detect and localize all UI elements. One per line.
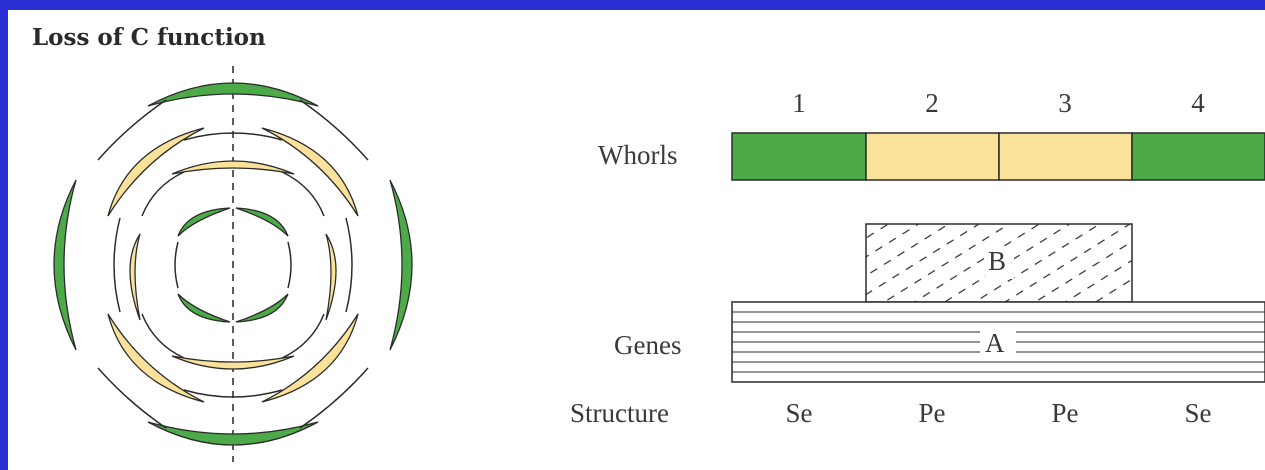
inner-petal-left — [129, 233, 141, 321]
sepal-left — [53, 179, 77, 351]
inner-petal-bottom — [171, 355, 295, 370]
structure-4: Se — [1184, 398, 1212, 428]
structure-3: Pe — [1051, 398, 1079, 428]
genes-row-label: Genes — [614, 330, 682, 360]
petal-lower-left — [107, 313, 205, 403]
inner-petal-whorl — [129, 160, 337, 370]
inner-petal-top — [171, 160, 295, 175]
petal-upper-right — [261, 127, 359, 217]
petal-lower-right — [261, 313, 359, 403]
gene-b-label: B — [988, 246, 1007, 276]
center-whorl — [177, 207, 289, 323]
inner-arcs — [141, 171, 325, 359]
structure-2: Pe — [918, 398, 946, 428]
sepal-whorl — [53, 82, 413, 446]
center-sepal-lower-right — [235, 293, 289, 323]
center-arcs — [174, 241, 292, 289]
inner-petal-right — [325, 233, 337, 321]
outer-arcs — [97, 99, 369, 429]
petal-upper-left — [107, 127, 205, 217]
whorl-2-cell — [865, 132, 1000, 181]
center-sepal-upper-right — [235, 207, 289, 237]
structure-row-label: Structure — [570, 398, 669, 428]
whorl-number-4: 4 — [1191, 88, 1205, 118]
middle-arcs — [113, 132, 353, 398]
diagram-graphics — [53, 66, 1265, 462]
center-sepal-lower-left — [177, 293, 231, 323]
gene-a-box — [731, 301, 1265, 383]
diagram-panel: Loss of C function — [8, 10, 1265, 470]
whorl-number-3: 3 — [1058, 88, 1072, 118]
gene-a-label: A — [985, 328, 1005, 358]
whorls-bar — [731, 132, 1265, 181]
whorl-3-cell — [998, 132, 1133, 181]
center-sepal-upper-left — [177, 207, 231, 237]
whorl-number-1: 1 — [792, 88, 806, 118]
sepal-right — [389, 179, 413, 351]
floral-diagram — [53, 66, 413, 462]
petal-whorl — [107, 127, 359, 403]
figure-title: Loss of C function — [32, 24, 266, 51]
gene-a-label-bg — [980, 330, 1016, 360]
whorl-4-cell — [1131, 132, 1265, 181]
whorl-1-cell — [731, 132, 867, 181]
sepal-top — [147, 82, 319, 107]
gene-b-label-bg — [986, 249, 1014, 279]
structure-1: Se — [785, 398, 813, 428]
whorls-row-label: Whorls — [598, 140, 678, 170]
whorl-number-2: 2 — [925, 88, 939, 118]
sepal-bottom — [147, 421, 319, 446]
gene-b-box — [865, 223, 1133, 303]
